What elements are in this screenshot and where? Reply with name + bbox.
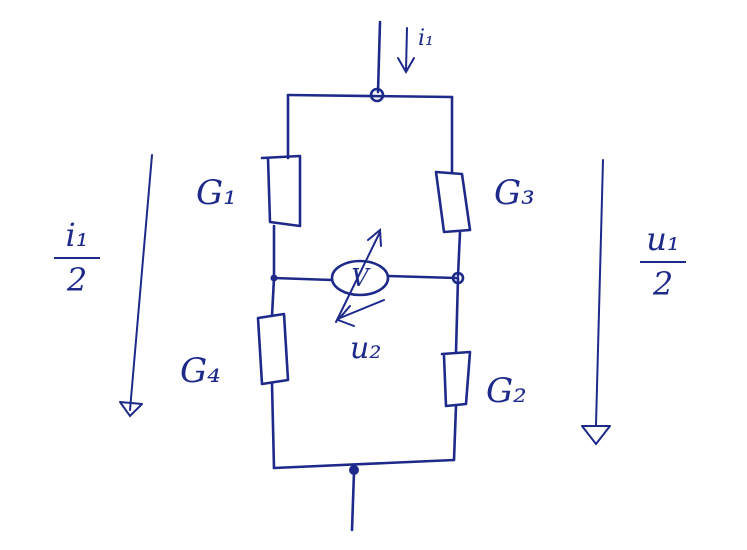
right-mid-wire-upper — [456, 230, 462, 278]
left-fraction-numerator: i₁ — [65, 216, 89, 254]
label-g4: G₄ — [180, 351, 221, 391]
left-fraction-denominator: 2 — [66, 261, 88, 300]
bottom-output-wire — [350, 470, 356, 532]
voltmeter-symbol — [330, 259, 390, 297]
resistor-g3 — [434, 170, 472, 234]
right-fraction: u₁ 2 — [640, 220, 686, 304]
label-g3: G₃ — [494, 173, 535, 213]
mid-right-wire — [386, 274, 458, 280]
top-input-wire — [376, 20, 382, 94]
u2-arrow — [336, 299, 385, 327]
voltmeter-label: V — [351, 264, 369, 292]
resistor-g4 — [256, 312, 290, 386]
right-lower-wire — [452, 404, 458, 462]
right-fraction-numerator: u₁ — [646, 220, 680, 258]
resistor-g1 — [260, 154, 302, 228]
left-current-arrow — [119, 154, 153, 418]
label-i-top: i₁ — [418, 26, 434, 51]
left-fraction-bar — [54, 257, 100, 260]
right-fraction-bar — [640, 261, 686, 264]
bottom-node — [349, 465, 359, 475]
right-fraction-denominator: 2 — [652, 265, 674, 304]
label-g2: G₂ — [486, 371, 527, 411]
bottom-bus-wire — [272, 458, 456, 470]
resistor-g2 — [440, 350, 472, 408]
label-u2: u₂ — [350, 331, 382, 366]
top-node — [369, 87, 385, 103]
top-current-arrow — [397, 27, 415, 75]
left-fraction: i₁ 2 — [54, 216, 100, 300]
mid-left-wire — [272, 276, 334, 282]
label-g1: G₁ — [196, 173, 237, 213]
left-mid-wire-lower — [270, 276, 276, 318]
right-mid-wire-lower — [454, 276, 460, 354]
left-lower-wire — [270, 382, 276, 470]
right-voltage-arrow — [581, 159, 611, 446]
voltmeter-arrow — [335, 227, 382, 323]
